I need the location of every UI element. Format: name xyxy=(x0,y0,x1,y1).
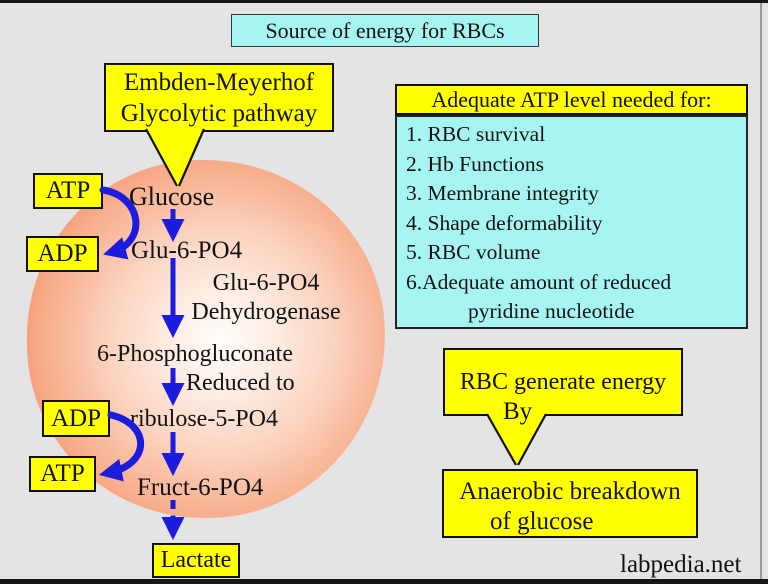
lactate-box-label: Lactate xyxy=(160,547,232,573)
atp-panel-item: 3. Membrane integrity xyxy=(406,181,599,205)
energy-callout: RBC generate energy xyxy=(443,348,683,416)
energy-callout-by: By xyxy=(503,398,533,425)
node-6-phosphogluconate: 6-Phosphogluconate xyxy=(97,341,293,367)
adp-box-mid-label: ADP xyxy=(50,404,101,432)
atp-panel-item: 6.Adequate amount of reduced xyxy=(406,269,672,294)
node-glu-6-po4: Glu-6-PO4 xyxy=(131,237,243,264)
adp-box-mid: ADP xyxy=(42,400,110,437)
top-border-bar xyxy=(0,0,768,3)
atp-panel-item: 1. RBC survival xyxy=(406,122,546,146)
diagram-title-text: Source of energy for RBCs xyxy=(265,17,505,43)
atp-panel-item-continuation: pyridine nucleotide xyxy=(468,299,635,323)
bottom-border-bar xyxy=(0,579,768,584)
enzyme-label: Glu-6-PO4 Dehydrogenase xyxy=(178,269,354,327)
atp-panel-item: 5. RBC volume xyxy=(406,240,541,264)
node-fruct-6-po4: Fruct-6-PO4 xyxy=(137,474,264,501)
reduced-to-label: Reduced to xyxy=(186,370,295,396)
pathway-callout-line1: Embden-Meyerhof xyxy=(123,68,315,96)
diagram-title: Source of energy for RBCs xyxy=(231,14,539,47)
enzyme-label-line2: Dehydrogenase xyxy=(191,299,341,325)
atp-panel-item: 4. Shape deformability xyxy=(406,210,603,235)
node-ribulose-5-po4: ribulose-5-PO4 xyxy=(130,406,278,432)
anaerobic-box-line1: Anaerobic breakdown xyxy=(459,478,681,505)
lactate-box: Lactate xyxy=(152,543,240,578)
atp-panel-header: Adequate ATP level needed for: xyxy=(395,84,748,115)
atp-box-top: ATP xyxy=(33,173,103,209)
pathway-callout-line2: Glycolytic pathway xyxy=(120,99,318,127)
pathway-callout: Embden-Meyerhof Glycolytic pathway xyxy=(104,63,334,132)
watermark: labpedia.net xyxy=(620,551,742,578)
adp-box-top: ADP xyxy=(26,236,99,272)
node-glucose: Glucose xyxy=(129,182,215,211)
atp-box-mid: ATP xyxy=(29,456,96,492)
right-border-line xyxy=(760,3,762,579)
atp-panel-body: 1. RBC survival 2. Hb Functions 3. Membr… xyxy=(395,115,748,329)
enzyme-label-line1: Glu-6-PO4 xyxy=(212,270,320,296)
atp-box-mid-label: ATP xyxy=(40,460,85,487)
energy-callout-line1: RBC generate energy xyxy=(459,369,667,395)
anaerobic-box-line2: of glucose xyxy=(490,508,594,535)
atp-box-top-label: ATP xyxy=(45,177,91,204)
adp-box-top-label: ADP xyxy=(37,240,88,267)
anaerobic-box: Anaerobic breakdown of glucose xyxy=(442,469,698,538)
atp-panel-item: 2. Hb Functions xyxy=(406,151,544,176)
atp-panel-header-text: Adequate ATP level needed for: xyxy=(431,86,712,112)
